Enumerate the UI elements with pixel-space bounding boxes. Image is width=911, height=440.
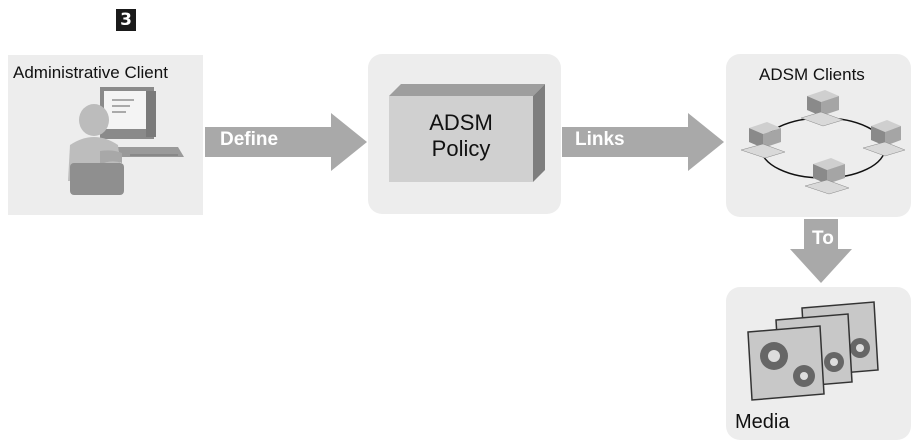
admin-computer-icon [68,87,184,195]
policy-box-3d [389,84,545,182]
links-arrow-label: Links [575,129,625,150]
media-label: Media [735,411,790,433]
step-number-badge: 3 [116,9,136,31]
tape-cartridges-icon [747,301,879,401]
links-arrow [562,113,724,171]
to-arrow-label: To [812,228,834,249]
policy-line-2: Policy [431,136,491,161]
adsm-clients-label: ADSM Clients [759,65,865,84]
policy-box-label: ADSM Policy [389,110,533,162]
policy-line-1: ADSM [429,110,493,135]
network-ring-icon [740,90,906,195]
define-arrow [205,113,367,171]
admin-client-label: Administrative Client [13,63,168,82]
define-arrow-label: Define [220,129,279,150]
to-arrow [790,219,852,283]
